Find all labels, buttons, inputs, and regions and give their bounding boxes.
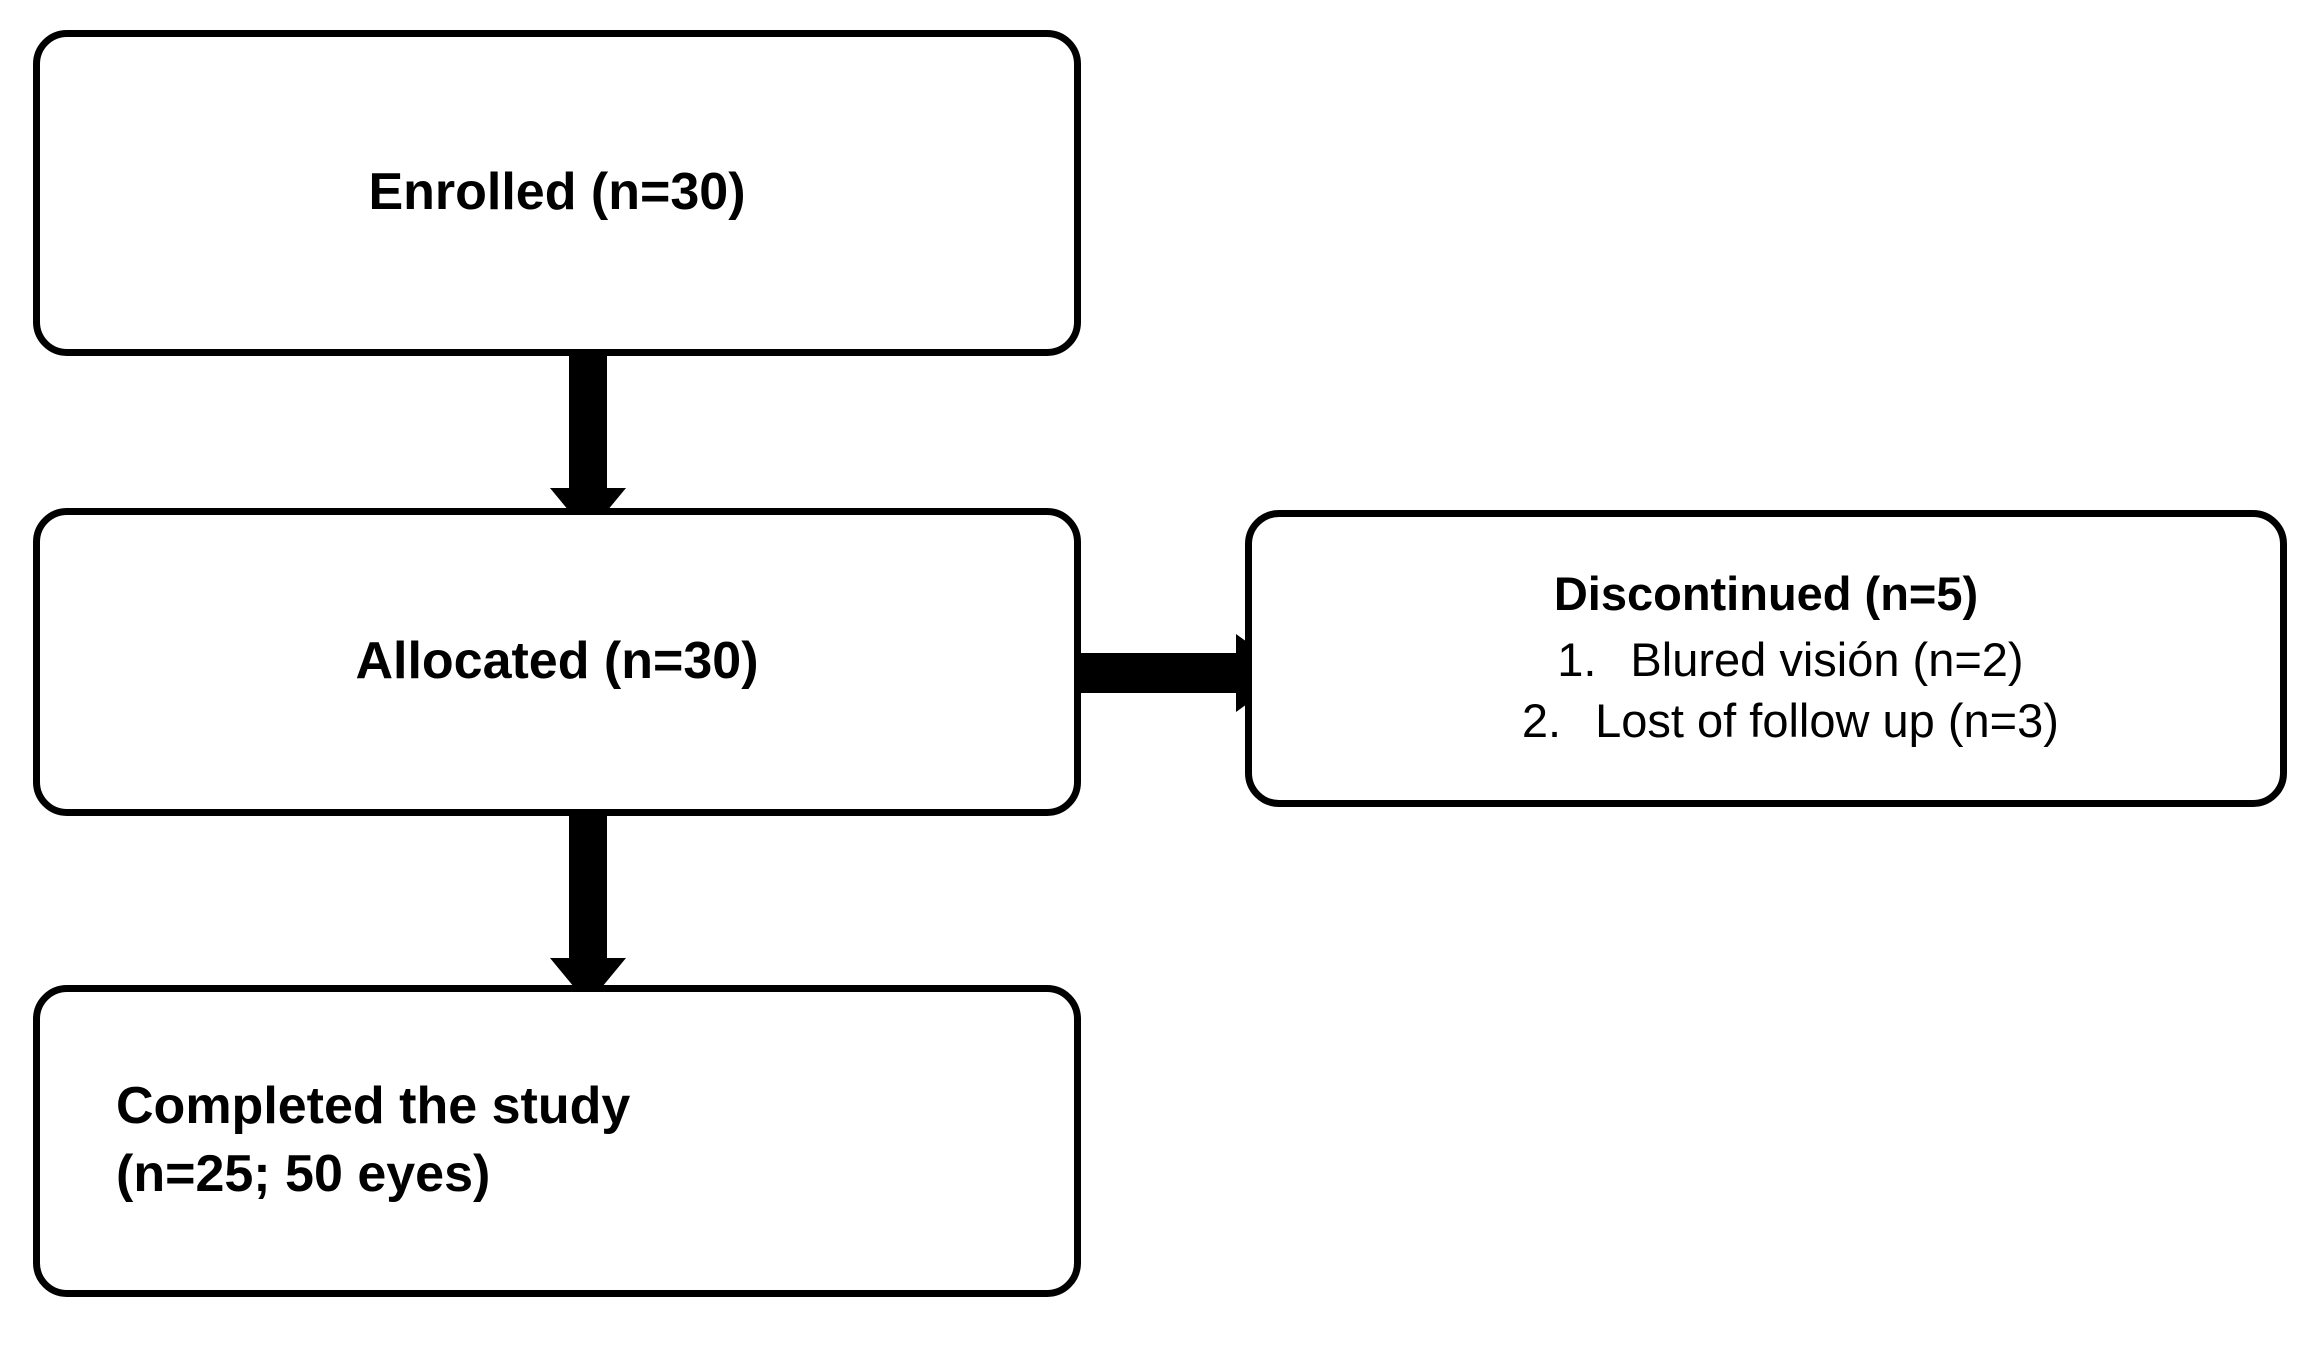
list-item-number: 2. (1521, 693, 1562, 747)
node-enrolled-label: Enrolled (n=30) (368, 163, 746, 222)
node-allocated-label: Allocated (n=30) (355, 632, 759, 691)
list-item-text: Lost of follow up (n=3) (1595, 693, 2059, 747)
list-item-number: 1. (1557, 632, 1597, 686)
list-item: 2. Lost of follow up (n=3) (1278, 690, 2254, 751)
node-completed-study-line1: Completed the study (116, 1077, 631, 1136)
discontinued-reason-list: 1. Blured visión (n=2) 2. Lost of follow… (1278, 629, 2254, 751)
node-completed-study-line2: (n=25; 50 eyes) (116, 1145, 491, 1203)
list-item-text: Blured visión (n=2) (1630, 632, 2024, 686)
arrow-down-enrolled-to-allocated (540, 352, 636, 534)
list-item: 1. Blured visión (n=2) (1278, 629, 2254, 690)
node-allocated-content: Allocated (n=30) (40, 630, 1074, 693)
node-completed-study-content: Completed the study (n=25; 50 eyes) (40, 1073, 1074, 1208)
arrow-right-allocated-to-discontinued (1074, 625, 1290, 721)
node-discontinued-content: Discontinued (n=5) 1. Blured visión (n=2… (1252, 566, 2280, 751)
node-discontinued: Discontinued (n=5) 1. Blured visión (n=2… (1245, 510, 2287, 807)
node-allocated: Allocated (n=30) (33, 508, 1081, 816)
node-discontinued-title: Discontinued (n=5) (1553, 567, 1979, 621)
node-enrolled: Enrolled (n=30) (33, 30, 1081, 356)
arrow-down-allocated-to-completed (540, 812, 636, 1004)
node-enrolled-content: Enrolled (n=30) (40, 161, 1074, 224)
node-completed-study: Completed the study (n=25; 50 eyes) (33, 985, 1081, 1297)
